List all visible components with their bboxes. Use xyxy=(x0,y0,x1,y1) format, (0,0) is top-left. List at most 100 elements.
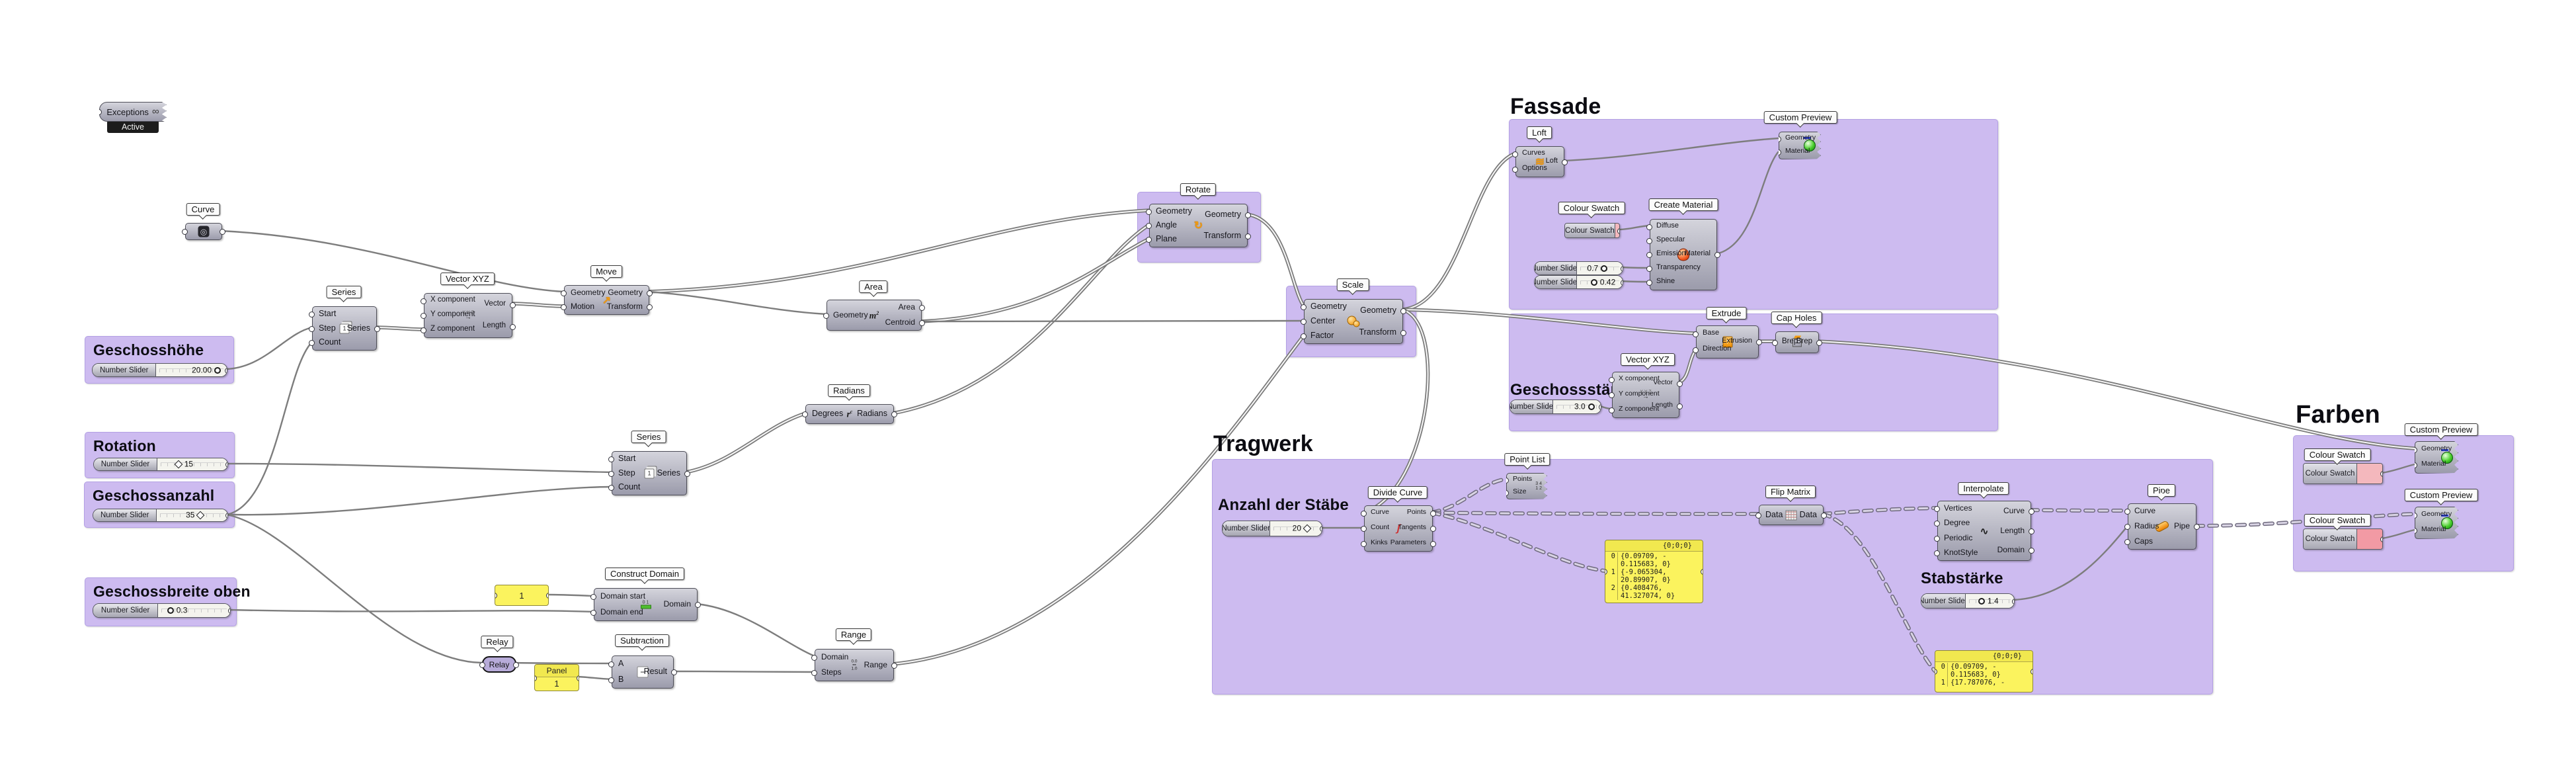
slider-geschosshoehe-output-port[interactable] xyxy=(225,367,227,374)
interpolate-input-port[interactable] xyxy=(1934,506,1940,513)
divide-curve-input-port[interactable] xyxy=(1361,526,1367,532)
slider-geschossanzahl-track[interactable]: 35 xyxy=(157,509,227,521)
radians-output-port[interactable] xyxy=(891,411,897,417)
colour-swatch-farben-2-chip[interactable] xyxy=(2356,529,2382,549)
divide-curve-output-port[interactable] xyxy=(1430,540,1436,547)
exceptions-widget[interactable]: Exceptions∞ xyxy=(99,102,167,122)
slider-geschossanzahl-grip[interactable]: Number Slider xyxy=(93,509,157,521)
slider-geschosshoehe-knob[interactable] xyxy=(214,366,221,374)
rotate-output-port[interactable] xyxy=(1245,233,1251,239)
rotate-input-port[interactable] xyxy=(1146,223,1152,229)
slider-anzahl-staebe-output-port[interactable] xyxy=(1320,526,1322,532)
vector-xyz-2-input-port[interactable] xyxy=(1609,377,1615,384)
interpolate-output-port[interactable] xyxy=(2029,508,2034,515)
series-2-input-port[interactable] xyxy=(608,456,614,462)
divide-curve-input-port[interactable] xyxy=(1361,511,1367,517)
interpolate-output-port[interactable] xyxy=(2029,528,2034,534)
slider-stabstaerke-track[interactable]: 1.4 xyxy=(1965,594,2014,608)
slider-transparency-knob[interactable] xyxy=(1601,265,1608,272)
vector-xyz-1-input-port[interactable] xyxy=(421,313,426,319)
area-output-port[interactable] xyxy=(919,305,925,312)
slider-anzahl-staebe-knob[interactable] xyxy=(1303,524,1312,533)
create-material-input-port[interactable] xyxy=(1646,266,1652,273)
range-input-port[interactable] xyxy=(811,654,817,661)
panel-one-output-port[interactable] xyxy=(546,593,548,599)
slider-rotation-track[interactable]: 15 xyxy=(157,458,227,470)
create-material-output-port[interactable] xyxy=(1714,252,1720,258)
create-material-input-port[interactable] xyxy=(1646,237,1652,244)
vector-xyz-2-output-port[interactable] xyxy=(1677,403,1683,409)
area-output-port[interactable] xyxy=(919,319,925,326)
panel-points-1[interactable]: {0;0;0}0{0.09709, - 0.115683, 0}1{-9.065… xyxy=(1605,540,1703,603)
slider-shine-output-port[interactable] xyxy=(1621,279,1623,286)
colour-swatch-farben-1-chip[interactable] xyxy=(2356,464,2382,484)
slider-geschossbreite-track[interactable]: 0.3 xyxy=(158,604,230,617)
area-input-port[interactable] xyxy=(823,312,829,319)
rotate-output-port[interactable] xyxy=(1245,212,1251,218)
series-2-input-port[interactable] xyxy=(608,470,614,477)
panel-one[interactable]: 1 xyxy=(495,585,549,606)
slider-geschossbreite-knob[interactable] xyxy=(167,607,174,614)
loft-output-port[interactable] xyxy=(1562,159,1568,165)
slider-anzahl-staebe-grip[interactable]: Number Slider xyxy=(1223,521,1270,536)
interpolate-input-port[interactable] xyxy=(1934,535,1940,542)
subtraction-input-port[interactable] xyxy=(608,677,614,683)
slider-rotation-knob[interactable] xyxy=(174,460,183,469)
slider-transparency-output-port[interactable] xyxy=(1621,265,1623,272)
slider-geschossanzahl-output-port[interactable] xyxy=(225,513,227,519)
slider-rotation-output-port[interactable] xyxy=(225,462,227,468)
slider-geschosshoehe-grip[interactable]: Number Slider xyxy=(93,364,157,376)
scale-input-port[interactable] xyxy=(1301,333,1307,339)
colour-swatch-fassade-chip[interactable] xyxy=(1615,224,1619,237)
colour-swatch-farben-1[interactable]: Colour Swatch xyxy=(2303,463,2383,484)
curve-param-input-port[interactable] xyxy=(182,229,188,235)
slider-shine-knob[interactable] xyxy=(1590,278,1597,286)
scale-output-port[interactable] xyxy=(1400,308,1406,314)
vector-xyz-2-input-port[interactable] xyxy=(1609,407,1615,413)
slider-anzahl-staebe-track[interactable]: 20 xyxy=(1269,521,1322,536)
range-output-port[interactable] xyxy=(891,662,897,669)
move-output-port[interactable] xyxy=(647,290,653,296)
colour-swatch-fassade-output-port[interactable] xyxy=(1617,228,1619,234)
construct-domain-input-port[interactable] xyxy=(590,594,596,600)
create-material-input-port[interactable] xyxy=(1646,224,1652,230)
loft-input-port[interactable] xyxy=(1512,151,1518,158)
subtraction-output-port[interactable] xyxy=(671,669,677,675)
vector-xyz-1-output-port[interactable] xyxy=(510,323,516,330)
colour-swatch-fassade[interactable]: Colour Swatch xyxy=(1564,223,1620,238)
loft-input-port[interactable] xyxy=(1512,166,1518,173)
series-1-input-port[interactable] xyxy=(309,311,315,317)
slider-geschossstaerke-track[interactable]: 3.0 xyxy=(1553,400,1601,413)
vector-xyz-2-input-port[interactable] xyxy=(1609,392,1615,398)
relay[interactable]: Relay xyxy=(479,656,519,673)
move-output-port[interactable] xyxy=(647,304,653,311)
exceptions-widget-input-port[interactable] xyxy=(99,109,102,115)
pipe-input-port[interactable] xyxy=(2124,509,2130,515)
curve-param[interactable]: ◎ xyxy=(182,223,225,240)
relay-output-port[interactable] xyxy=(513,661,519,668)
slider-stabstaerke-knob[interactable] xyxy=(1978,597,1985,605)
vector-xyz-1-output-port[interactable] xyxy=(510,302,516,308)
